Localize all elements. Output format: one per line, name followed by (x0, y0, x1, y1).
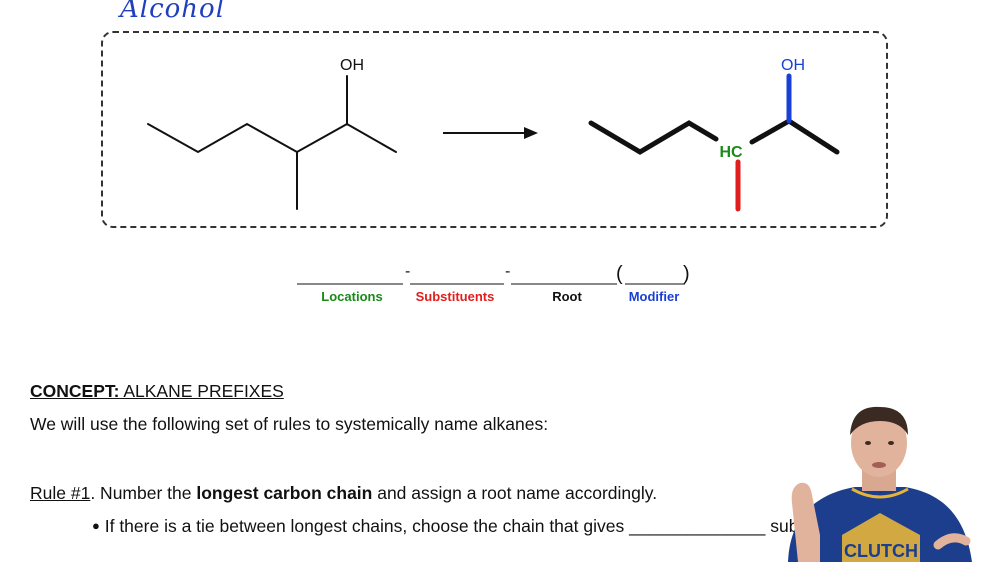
left-oh-label: OH (340, 57, 364, 74)
rule-1-label: Rule #1 (30, 483, 91, 503)
handwritten-annotation: Alcohol (120, 0, 226, 24)
reaction-arrow (443, 127, 538, 139)
label-substituents: Substituents (416, 289, 495, 304)
presenter-face (851, 409, 907, 477)
concept-intro: We will use the following set of rules t… (30, 414, 549, 434)
label-root: Root (552, 289, 582, 304)
reaction-box (101, 31, 888, 228)
template-paren-close: ) (683, 263, 690, 285)
presenter-hand (791, 482, 820, 562)
presenter-video: CLUTCH (788, 406, 972, 562)
template-dash-2: - (505, 263, 510, 280)
rule-1-bold: longest carbon chain (196, 483, 373, 503)
bullet-marker: ● (92, 518, 100, 533)
bullet-text: If there is a tie between longest chains… (104, 516, 625, 536)
label-locations: Locations (321, 289, 382, 304)
concept-title: ALKANE PREFIXES (119, 381, 284, 401)
concept-heading: CONCEPT: ALKANE PREFIXES (30, 381, 284, 402)
rule-1-text-b: and assign a root name accordingly. (372, 483, 658, 503)
rule-1: Rule #1. Number the longest carbon chain… (30, 483, 657, 504)
right-molecule (588, 73, 840, 212)
bullet-blank: ______________ (629, 516, 766, 536)
shirt-text: CLUTCH (844, 541, 918, 561)
left-molecule (147, 75, 397, 210)
concept-prefix: CONCEPT: (30, 381, 120, 401)
template-dash-1: - (405, 263, 410, 280)
template-paren-open: ( (616, 263, 623, 285)
rule-1-bullet: ● If there is a tie between longest chai… (92, 516, 807, 537)
hc-label: HC (719, 144, 743, 161)
right-oh-label: OH (781, 57, 805, 74)
label-modifier: Modifier (629, 289, 680, 304)
rule-1-text-a: . Number the (90, 483, 197, 503)
